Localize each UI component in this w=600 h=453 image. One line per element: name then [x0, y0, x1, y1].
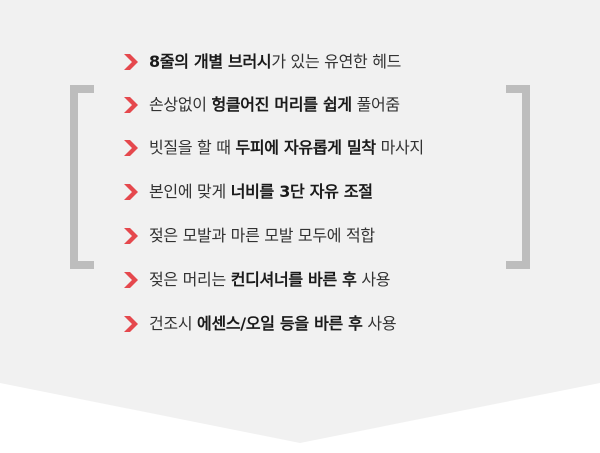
feature-text: 건조시 에센스/오일 등을 바른 후 사용 [149, 314, 397, 334]
feature-text-regular: 사용 [356, 270, 391, 289]
feature-text-bold: 컨디셔너를 바른 후 [230, 270, 357, 289]
chevron-right-icon [124, 316, 138, 332]
feature-item: 본인에 맞게 너비를 3단 자유 조절 [124, 170, 504, 214]
chevron-right-icon [124, 96, 138, 113]
right-bracket-decoration [506, 85, 530, 269]
feature-text: 젖은 모발과 마른 모발 모두에 적합 [149, 226, 375, 246]
chevron-right-icon [124, 272, 138, 288]
feature-text-bold: 헝클어진 머리를 쉽게 [211, 94, 352, 114]
chevron-right-icon [124, 140, 138, 156]
feature-text: 8줄의 개별 브러시가 있는 유연한 헤드 [149, 52, 401, 72]
feature-item: 8줄의 개별 브러시가 있는 유연한 헤드 [124, 40, 504, 83]
feature-item: 손상없이 헝클어진 머리를 쉽게 풀어줌 [124, 83, 504, 126]
feature-text-bold: 에센스/오일 등을 바른 후 [197, 314, 363, 333]
feature-item: 젖은 모발과 마른 모발 모두에 적합 [124, 214, 504, 258]
feature-item: 건조시 에센스/오일 등을 바른 후 사용 [124, 302, 504, 346]
feature-item: 젖은 머리는 컨디셔너를 바른 후 사용 [124, 258, 504, 302]
feature-text: 본인에 맞게 너비를 3단 자유 조절 [149, 182, 373, 202]
feature-text-regular: 건조시 [149, 314, 198, 333]
feature-text-regular: 본인에 맞게 [149, 182, 231, 201]
feature-text-regular: 사용 [362, 314, 397, 333]
left-bracket-decoration [70, 85, 94, 269]
feature-text-regular: 손상없이 [149, 94, 212, 114]
feature-text: 빗질을 할 때 두피에 자유롭게 밀착 마사지 [149, 138, 424, 158]
feature-text-regular: 마사지 [375, 138, 425, 157]
feature-text: 손상없이 헝클어진 머리를 쉽게 풀어줌 [149, 95, 400, 115]
feature-text-regular: 풀어줌 [351, 94, 401, 114]
feature-text-regular: 젖은 모발과 마른 모발 모두에 적합 [149, 226, 375, 245]
feature-text-regular: 가 있는 유연한 헤드 [271, 51, 402, 71]
feature-text-bold: 8줄의 개별 브러시 [149, 51, 272, 71]
feature-list: 8줄의 개별 브러시가 있는 유연한 헤드 손상없이 헝클어진 머리를 쉽게 풀… [124, 40, 504, 346]
panel-shape [0, 0, 600, 443]
feature-text-bold: 두피에 자유롭게 밀착 [235, 138, 376, 157]
chevron-right-icon [124, 228, 138, 244]
chevron-right-icon [124, 53, 138, 70]
feature-text: 젖은 머리는 컨디셔너를 바른 후 사용 [149, 270, 391, 290]
feature-text-bold: 너비를 3단 자유 조절 [230, 182, 373, 201]
chevron-right-icon [124, 184, 138, 200]
feature-text-regular: 젖은 머리는 [149, 270, 231, 289]
feature-item: 빗질을 할 때 두피에 자유롭게 밀착 마사지 [124, 126, 504, 170]
feature-text-regular: 빗질을 할 때 [149, 138, 236, 157]
